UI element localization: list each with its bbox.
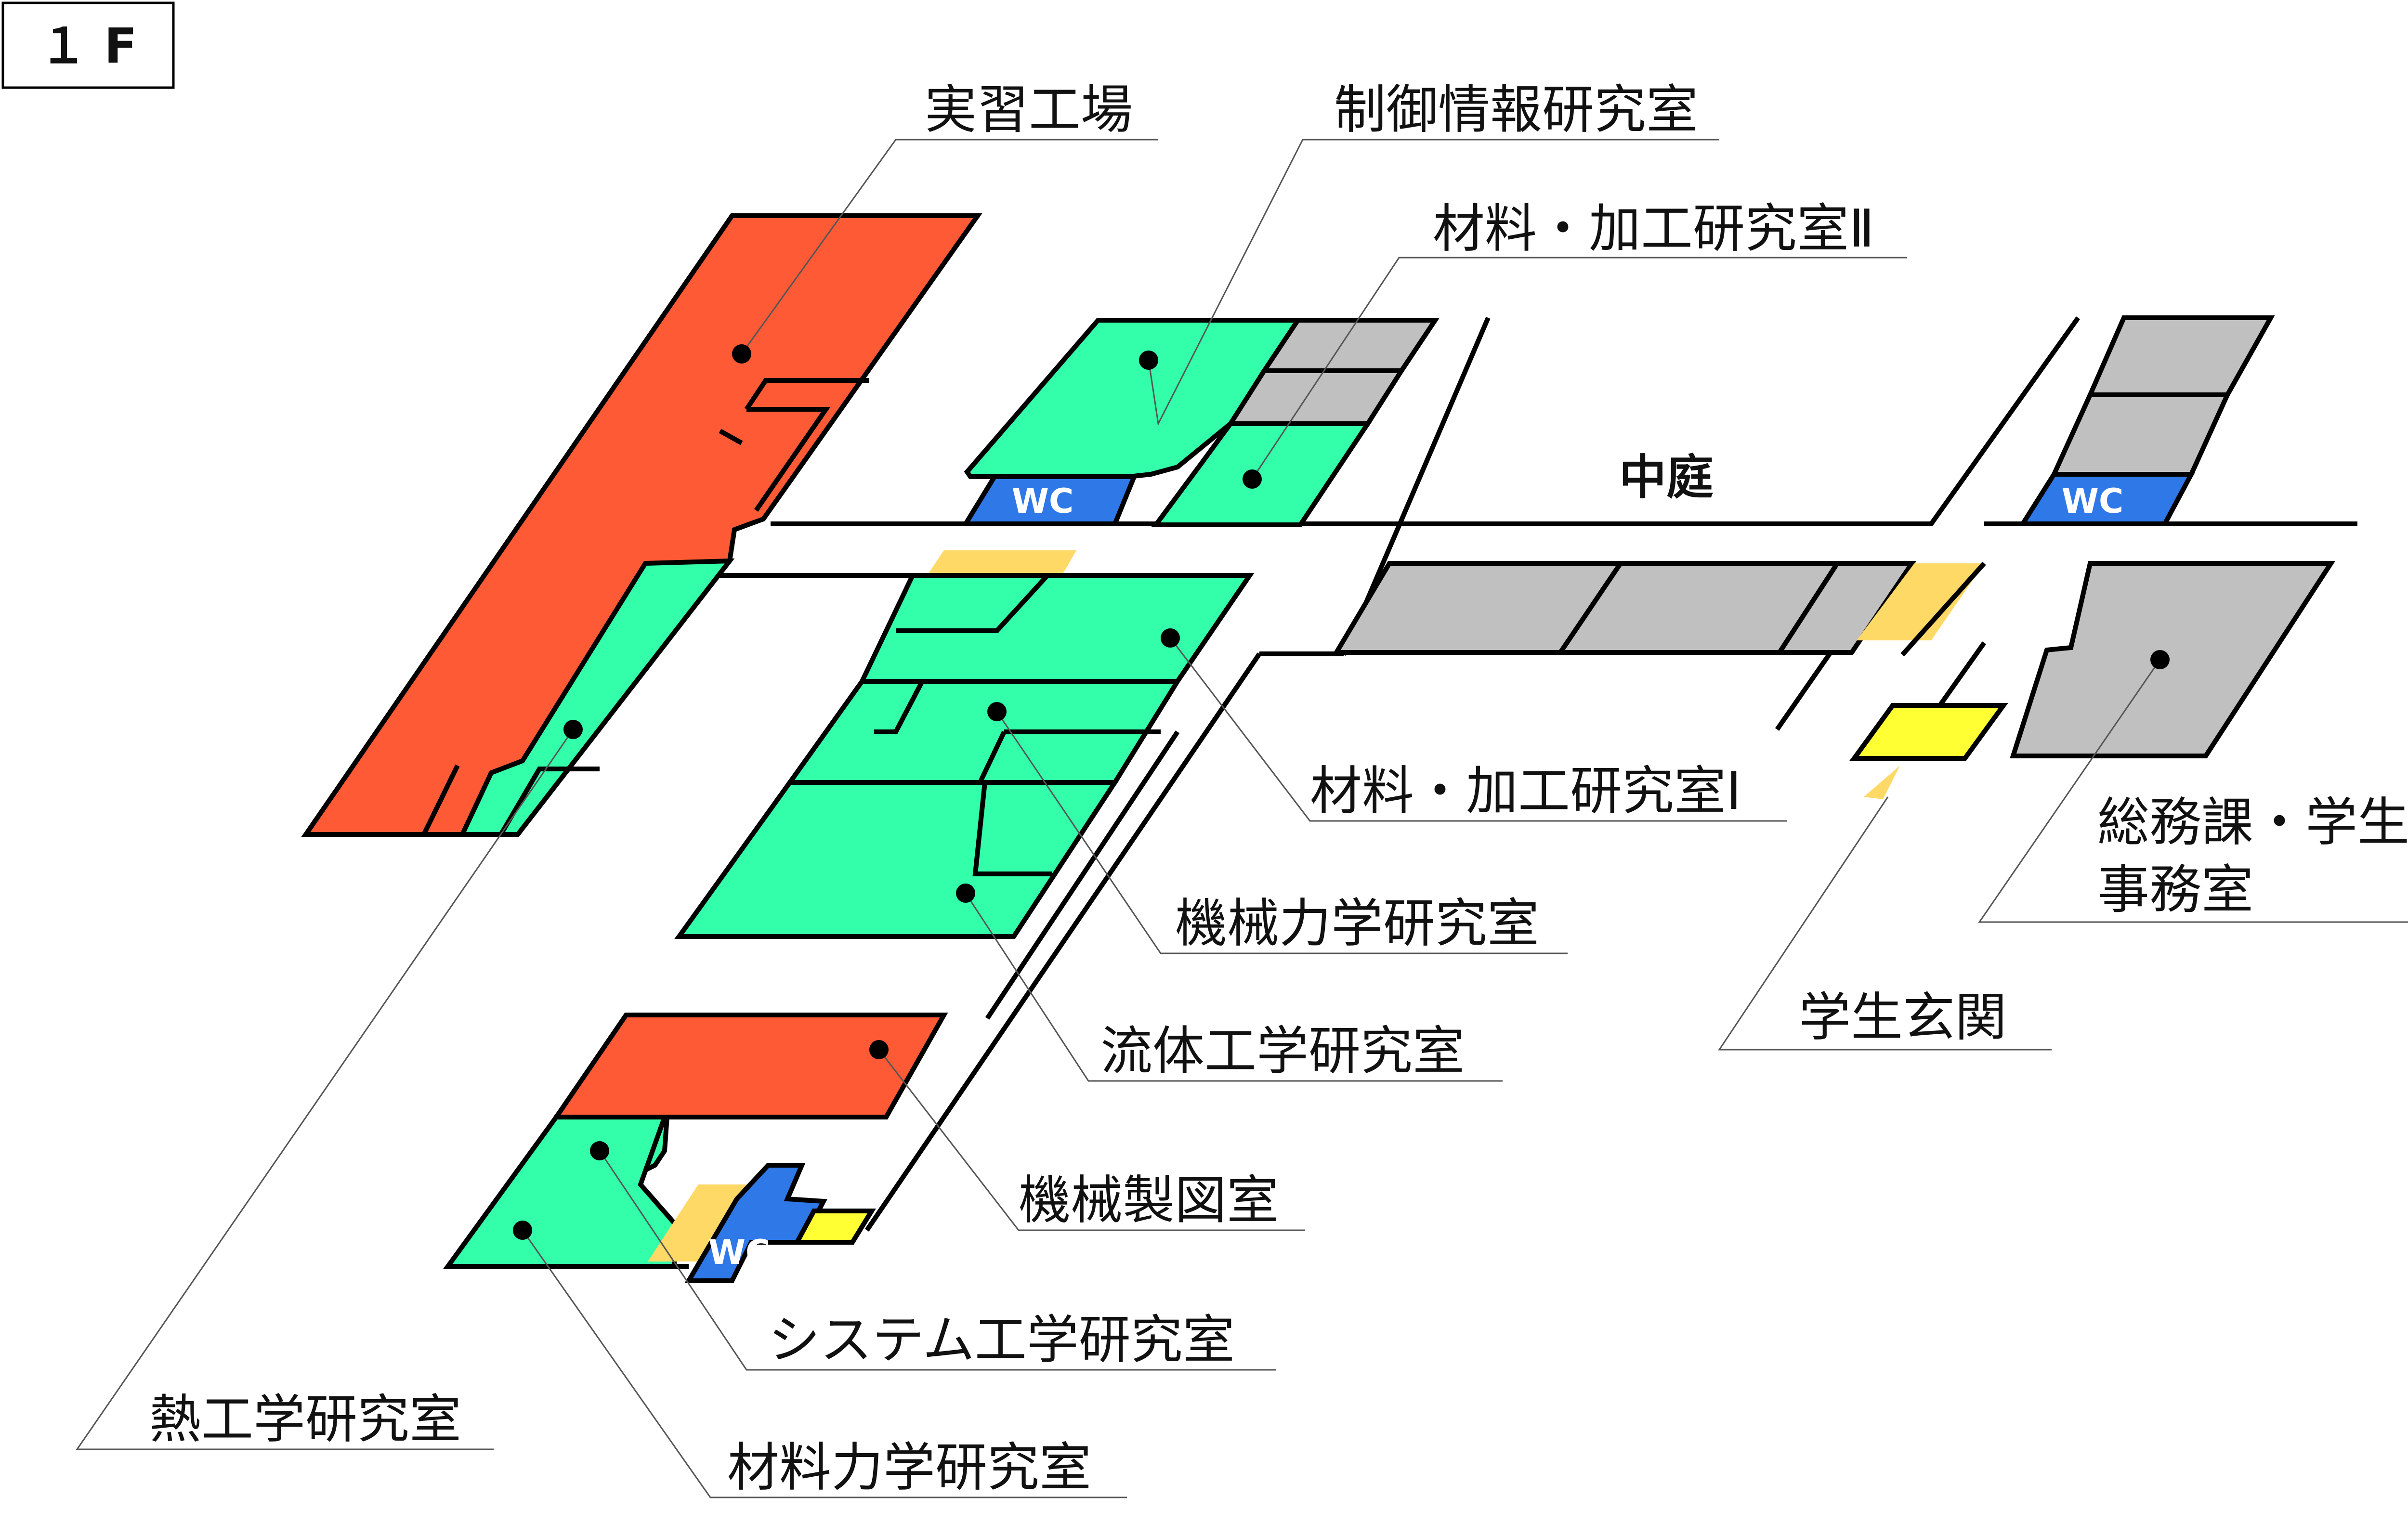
room-other-bottom-yellow [793, 1209, 876, 1245]
room-jisshu-kojo[interactable] [301, 213, 982, 837]
stairs-center [927, 550, 1076, 575]
label-gakusei-genkan: 学生玄関 [1799, 988, 2007, 1048]
wc-top-label: WC [1012, 481, 1074, 521]
wc-right-label: WC [2062, 481, 2124, 521]
room-gakusei-genkan[interactable] [1849, 703, 2008, 761]
label-zairyo-rikigaku: 材料力学研究室 [727, 1438, 1091, 1498]
room-zairyo-kako-2[interactable] [1151, 421, 1373, 527]
room-somuka[interactable] [2010, 561, 2336, 758]
room-other-right-2 [2050, 392, 2231, 477]
wc-right[interactable] [2018, 472, 2196, 526]
floor-label: １ F [39, 18, 137, 74]
label-somuka-line1: 総務課・学生課 [2097, 793, 2408, 853]
leader-lines [76, 139, 2408, 1498]
label-kikai-seizu: 機械製図室 [1019, 1171, 1279, 1231]
label-seigyo-joho: 制御情報研究室 [1334, 80, 1698, 140]
wc-top[interactable] [961, 474, 1138, 526]
wc-bottom-label: WC [708, 1233, 771, 1272]
stairs-mid [1857, 563, 1984, 640]
room-ryutai-kogaku[interactable] [674, 780, 1120, 939]
wc-bottom[interactable] [684, 1163, 828, 1283]
room-zairyo-rikigaku[interactable] [443, 1115, 677, 1269]
room-jisshu-kojo-partitions [421, 378, 869, 836]
entrance-arrow [1864, 766, 1900, 799]
center-partitions [874, 573, 1161, 876]
room-other-right-1 [2086, 315, 2275, 397]
label-system-kogaku: システム工学研究室 [768, 1310, 1235, 1370]
label-zairyo-kako-2: 材料・加工研究室Ⅱ [1433, 199, 1874, 259]
label-kikai-rikigaku: 機械力学研究室 [1175, 894, 1539, 954]
room-dots [513, 344, 2170, 1240]
label-ryutai-kogaku: 流体工学研究室 [1100, 1021, 1465, 1081]
room-kikai-seizu[interactable] [551, 1013, 948, 1119]
courtyard-label: 中庭 [1619, 450, 1714, 505]
label-somuka-line2: 事務室 [2097, 860, 2253, 920]
room-netsu-kogaku[interactable] [458, 558, 735, 837]
floor-badge: １ F [1, 1, 175, 89]
label-netsu-kogaku: 熱工学研究室 [149, 1390, 461, 1450]
label-zairyo-kako-1: 材料・加工研究室Ⅰ [1310, 761, 1741, 821]
label-jisshu-kojo: 実習工場 [925, 80, 1133, 140]
